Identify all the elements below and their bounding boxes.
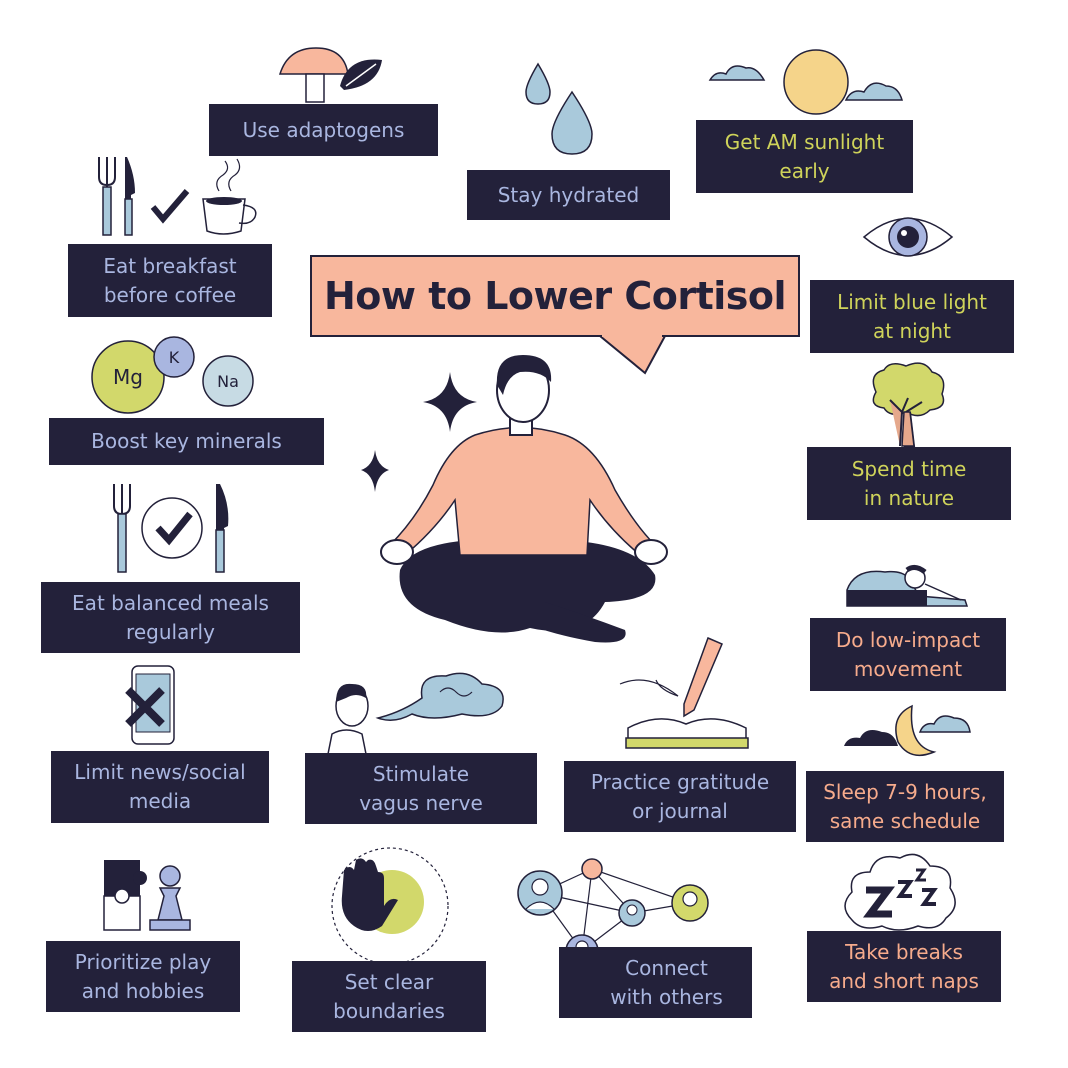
mushroom-leaf-icon: [278, 47, 382, 103]
phone-x-icon: [125, 665, 175, 745]
stretch-icon: [846, 564, 969, 607]
plate-cutlery-icon: [113, 484, 229, 573]
mineral-na-label: Na: [217, 372, 239, 391]
tip-take-breaks: Take breaks and short naps: [807, 931, 1001, 1002]
tip-practice-gratitude: Practice gratitude or journal: [564, 761, 796, 832]
tip-do-low-impact-movement: Do low-impact movement: [810, 618, 1006, 691]
mineral-k-label: K: [169, 348, 180, 367]
moon-clouds-icon: [844, 704, 971, 757]
breath-cloud-icon: [327, 672, 504, 755]
tip-boost-minerals: Boost key minerals: [49, 418, 324, 465]
meditating-person-illustration: [361, 355, 668, 643]
tip-connect-with-others: Connect with others: [559, 947, 752, 1018]
puzzle-chess-icon: [103, 860, 191, 931]
title-bubble: [310, 255, 800, 375]
tip-get-am-sunlight: Get AM sunlight early: [696, 120, 913, 193]
tip-sleep-schedule: Sleep 7-9 hours, same schedule: [806, 771, 1004, 842]
hand-stop-icon: [331, 847, 449, 965]
tip-use-adaptogens: Use adaptogens: [209, 104, 438, 156]
minerals-icon: Mg K Na: [91, 336, 254, 414]
sun-clouds-icon: [708, 49, 903, 115]
water-drops-icon: [525, 62, 593, 155]
tip-set-clear-boundaries: Set clear boundaries: [292, 961, 486, 1032]
tree-icon: [872, 362, 945, 447]
tip-stimulate-vagus-nerve: Stimulate vagus nerve: [305, 753, 537, 824]
book-pencil-icon: [619, 636, 749, 749]
tip-eat-breakfast: Eat breakfast before coffee: [68, 244, 272, 317]
mineral-mg-label: Mg: [113, 365, 143, 389]
tip-spend-time-in-nature: Spend time in nature: [807, 447, 1011, 520]
tip-eat-balanced-meals: Eat balanced meals regularly: [41, 582, 300, 653]
cutlery-coffee-icon: [98, 157, 257, 236]
tip-prioritize-play: Prioritize play and hobbies: [46, 941, 240, 1012]
page-title: How to Lower Cortisol: [323, 274, 787, 318]
tip-limit-blue-light: Limit blue light at night: [810, 280, 1014, 353]
tip-limit-news-social-media: Limit news/social media: [51, 751, 269, 823]
eye-icon: [862, 217, 954, 257]
tip-stay-hydrated: Stay hydrated: [467, 170, 670, 220]
sleep-cloud-icon: [844, 853, 956, 931]
